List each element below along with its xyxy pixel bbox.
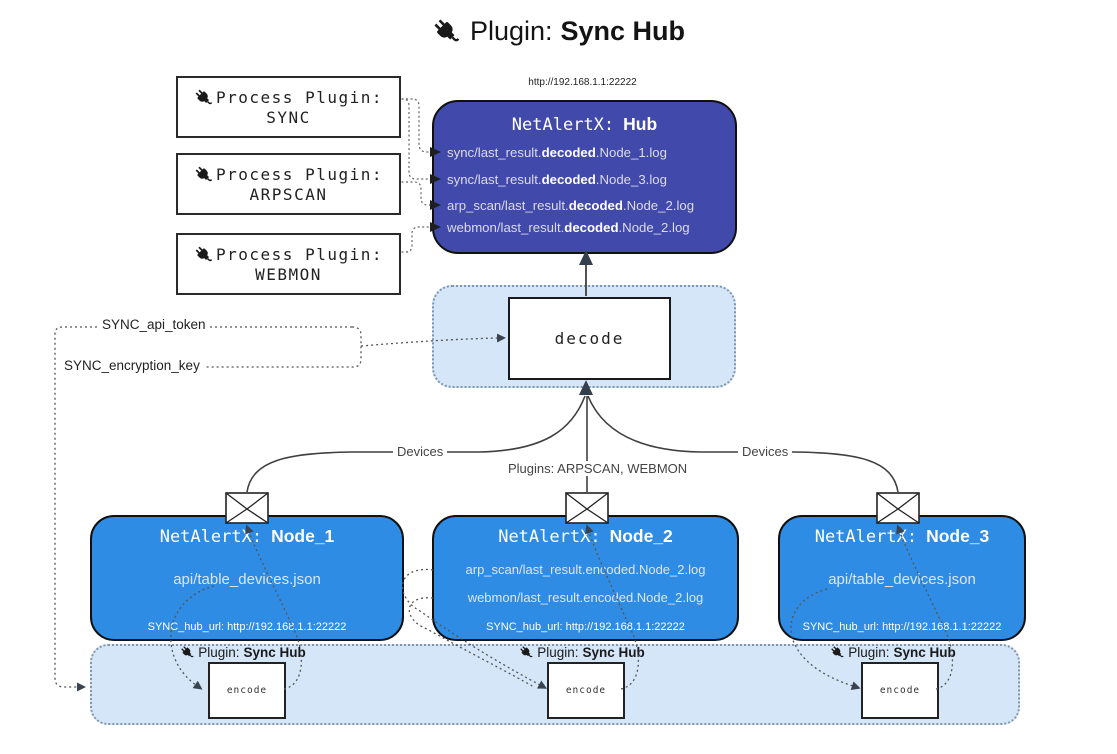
hub-url-label: http://192.168.1.1:22222 xyxy=(528,77,637,88)
process-plugin-name: SYNC xyxy=(266,107,311,127)
title-prefix: Plugin: xyxy=(469,16,553,46)
node-box-1: NetAlertX:Node_1 api/table_devices.json … xyxy=(90,515,404,641)
hub-title-prefix: NetAlertX: xyxy=(511,115,615,135)
hub-log-line: sync/last_result.decoded.Node_1.log xyxy=(447,145,667,160)
edge-label-devices-right: Devices xyxy=(738,444,793,459)
process-plugin-label: Process Plugin: xyxy=(216,165,383,184)
process-plugin-label-row: Process Plugin: xyxy=(194,245,383,265)
page-title: Plugin: Sync Hub xyxy=(0,16,1117,47)
connector-sync-2 xyxy=(397,98,430,180)
node-title: NetAlertX:Node_1 xyxy=(159,526,335,547)
node-file: api/table_devices.json xyxy=(828,571,976,588)
node-file: arp_scan/last_result.encoded.Node_2.log xyxy=(465,562,706,577)
process-plugin-box-arpscan: Process Plugin: ARPSCAN xyxy=(176,153,401,215)
node-file: api/table_devices.json xyxy=(173,571,321,588)
edge-label-devices-left: Devices xyxy=(393,444,448,459)
hub-title-name: Hub xyxy=(623,114,658,134)
title-name: Sync Hub xyxy=(560,16,686,46)
node-box-3: NetAlertX:Node_3 api/table_devices.json … xyxy=(778,515,1026,641)
process-plugin-box-sync: Process Plugin: SYNC xyxy=(176,76,401,138)
encode-plugin-label: Plugin:Sync Hub xyxy=(512,645,652,660)
process-plugin-label: Process Plugin: xyxy=(216,245,383,264)
plug-icon xyxy=(195,246,213,261)
encode-plugin-label: Plugin:Sync Hub xyxy=(173,645,313,660)
plug-icon xyxy=(195,166,213,181)
node-box-2: NetAlertX:Node_2 arp_scan/last_result.en… xyxy=(432,515,739,641)
node-file: webmon/last_result.encoded.Node_2.log xyxy=(467,590,704,605)
process-plugin-label-row: Process Plugin: xyxy=(194,88,383,108)
hub-log-line: webmon/last_result.decoded.Node_2.log xyxy=(447,220,690,235)
connector-webmon xyxy=(397,226,430,253)
hub-log-line: arp_scan/last_result.decoded.Node_2.log xyxy=(447,198,695,213)
plug-icon xyxy=(195,89,213,104)
plug-icon xyxy=(181,646,194,658)
node-title: NetAlertX:Node_2 xyxy=(498,526,673,547)
plug-icon xyxy=(434,18,460,41)
node-hub-url: SYNC_hub_url: http://192.168.1.1:22222 xyxy=(486,621,685,633)
node-title: NetAlertX:Node_3 xyxy=(814,526,990,547)
hub-box: NetAlertX: Hub sync/last_result.decoded.N… xyxy=(432,100,737,254)
process-plugin-name: WEBMON xyxy=(255,264,322,284)
encode-box: encode xyxy=(861,662,939,719)
plug-icon xyxy=(831,646,844,658)
plug-icon xyxy=(520,646,533,658)
edge-label-plugins-middle: Plugins: ARPSCAN, WEBMON xyxy=(504,461,692,476)
node-hub-url: SYNC_hub_url: http://192.168.1.1:22222 xyxy=(147,621,347,633)
process-plugin-name: ARPSCAN xyxy=(249,184,328,204)
sync-encryption-key-label: SYNC_encryption_key xyxy=(60,358,204,373)
node-hub-url: SYNC_hub_url: http://192.168.1.1:22222 xyxy=(802,621,1002,633)
process-plugin-label: Process Plugin: xyxy=(216,88,383,107)
hub-log-line: sync/last_result.decoded.Node_3.log xyxy=(447,172,667,187)
encode-box: encode xyxy=(547,662,625,719)
process-plugin-label-row: Process Plugin: xyxy=(194,165,383,185)
process-plugin-box-webmon: Process Plugin: WEBMON xyxy=(176,233,401,295)
decode-box: decode xyxy=(508,297,671,380)
connector-arpscan xyxy=(397,181,430,206)
hub-title: NetAlertX: Hub xyxy=(434,114,735,135)
connector-sync-1 xyxy=(397,98,430,153)
encode-plugin-label: Plugin:Sync Hub xyxy=(823,645,963,660)
sync-api-token-label: SYNC_api_token xyxy=(98,317,210,332)
encode-box: encode xyxy=(208,662,286,719)
